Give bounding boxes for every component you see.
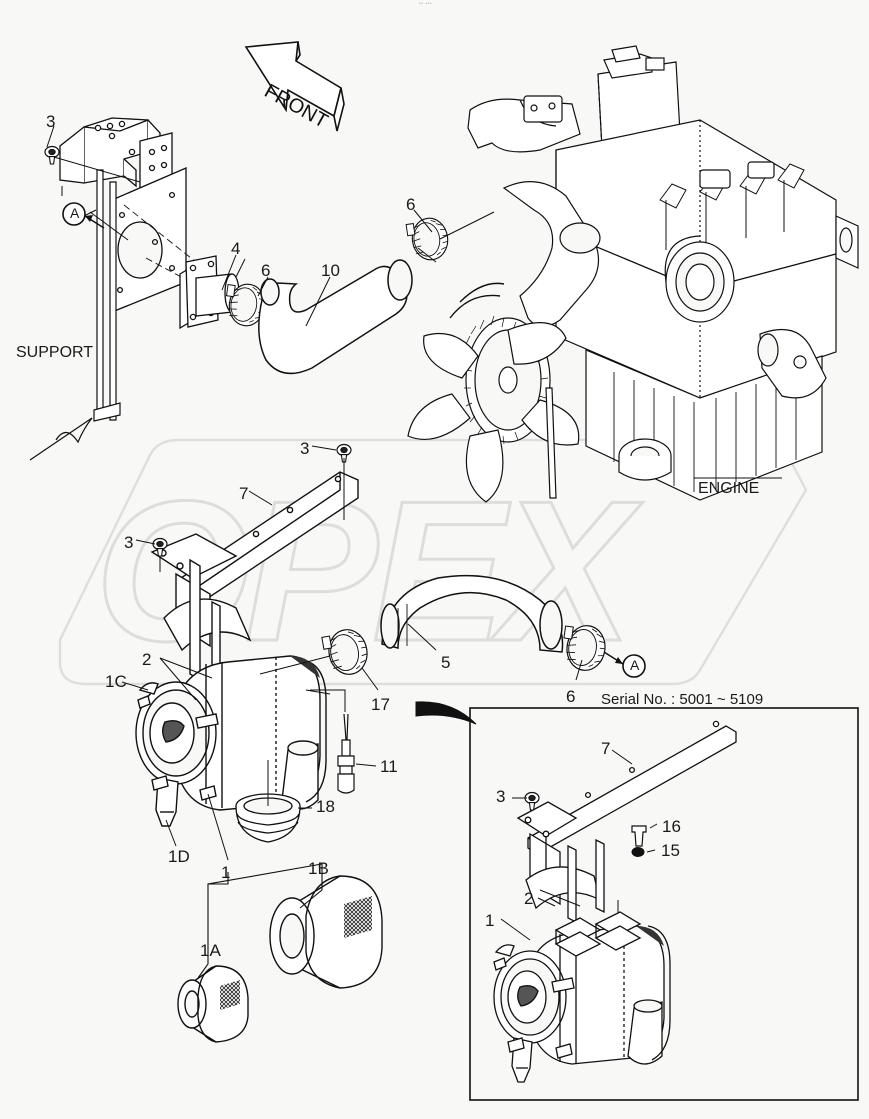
label-10-hose: 10 — [321, 261, 340, 280]
label-15-inset-washer: 15 — [661, 841, 680, 860]
air-cleaner-leaders — [121, 657, 331, 861]
label-1-inset-assembly: 1 — [485, 911, 495, 930]
section-marker-a-hose — [603, 651, 646, 678]
label-2-clamp-band: 2 — [142, 650, 152, 669]
label-17-clamp: 17 — [371, 695, 390, 714]
label-2-inset-band: 2 — [524, 889, 534, 908]
inset-air-cleaner — [493, 911, 671, 1083]
label-6-hose-clamp: 6 — [566, 687, 576, 706]
label-1B-outer-element: 1B — [308, 859, 329, 878]
mount-bracket-7 — [150, 471, 359, 682]
support-bracket-group — [59, 117, 187, 313]
inset-washer-15 — [631, 847, 645, 857]
label-1D-valve: 1D — [168, 847, 190, 866]
faint-header-text: •• ••• — [419, 1, 433, 7]
leader-5 — [407, 623, 437, 651]
label-11-indicator: 11 — [380, 757, 398, 776]
intake-hose-10 — [258, 259, 413, 375]
front-arrow-graphic — [244, 41, 345, 132]
leader-4 — [221, 254, 237, 291]
label-section-marker-a-left: A — [70, 205, 80, 221]
label-3-inset-bolt: 3 — [496, 787, 506, 806]
label-18-dust-cup: 18 — [316, 797, 335, 816]
label-5-hose: 5 — [441, 653, 451, 672]
leader-6-hose — [575, 659, 583, 681]
label-3-bracket-top: 3 — [300, 439, 310, 458]
label-3-upper-bolt: 3 — [46, 112, 56, 131]
filter-element-1B — [269, 875, 383, 989]
inset-screw-16 — [631, 825, 647, 847]
inset-pointer-arrow — [415, 701, 477, 725]
bolt-3-upper — [44, 145, 60, 165]
label-4-adapter: 4 — [231, 239, 241, 258]
inset-leaders — [500, 749, 658, 941]
label-3-bracket-lower: 3 — [124, 533, 134, 552]
leader-18 — [267, 760, 312, 809]
leader-17 — [259, 655, 379, 691]
section-marker-a-left — [62, 202, 105, 229]
label-6-adapter-clamp: 6 — [261, 261, 271, 280]
engine-assembly — [407, 45, 859, 503]
filter-element-1A — [177, 965, 249, 1043]
air-cleaner-body — [135, 655, 327, 827]
vacuum-indicator-11 — [337, 713, 355, 794]
intake-hose-5 — [380, 574, 564, 653]
leader-11 — [310, 689, 377, 767]
intake-adapter-4 — [179, 255, 240, 330]
label-16-inset-screw: 16 — [662, 817, 681, 836]
label-1-assembly: 1 — [221, 863, 231, 882]
label-engine: ENGINE — [698, 480, 760, 497]
label-section-marker-a-hose: A — [630, 657, 640, 673]
serial-note: Serial No. : 5001 ~ 5109 — [601, 691, 764, 708]
label-7-inset-bracket: 7 — [601, 739, 611, 758]
leader-10 — [235, 258, 331, 327]
group-bracket-1 — [197, 863, 323, 979]
label-6-engine-clamp: 6 — [406, 195, 416, 214]
support-posts — [29, 169, 121, 461]
label-1A-inner-element: 1A — [200, 941, 221, 960]
label-7-bracket: 7 — [239, 484, 249, 503]
label-1C-cover: 1C — [105, 672, 127, 691]
label-support: SUPPORT — [16, 344, 94, 361]
bracket-leaders — [135, 445, 345, 572]
leader-6-engine — [413, 209, 495, 263]
